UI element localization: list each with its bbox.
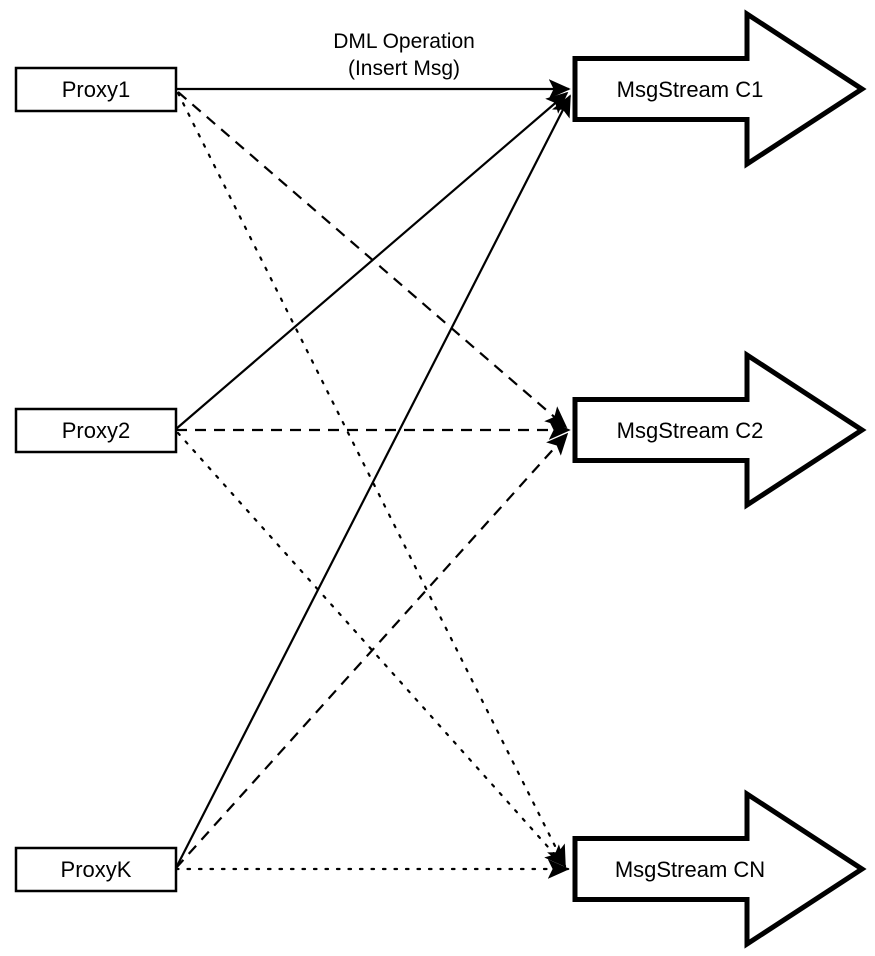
msgstream-cn-label: MsgStream CN [615,857,765,882]
proxy1-box[interactable] [14,66,178,113]
edge-label-line1: DML Operation [333,30,475,53]
connection-proxy2-to-stream-c1 [175,91,569,430]
connection-proxyk-to-stream-c1 [175,94,571,869]
connection-layer [174,79,571,879]
proxy2-box[interactable] [14,407,178,454]
msgstream-c2-label: MsgStream C2 [617,418,764,443]
msgstream-node-group: MsgStream C1 MsgStream C2 MsgStream CN [572,9,867,949]
proxyk-label: ProxyK [61,857,132,882]
proxyk-box[interactable] [14,846,178,893]
msgstream-node-cn[interactable]: MsgStream CN [572,789,867,949]
msgstream-cn-arrow-shape[interactable] [572,789,867,949]
edge-label-dml-operation: DML Operation (Insert Msg) [333,30,475,80]
proxy2-label: Proxy2 [62,418,130,443]
msgstream-c1-label: MsgStream C1 [617,77,764,102]
connection-proxyk-to-stream-c2 [175,432,569,869]
proxy-node-proxy2[interactable]: Proxy2 [14,407,178,454]
proxy-node-proxy1[interactable]: Proxy1 [14,66,178,113]
edge-label-line2: (Insert Msg) [348,57,460,80]
msgstream-node-c2[interactable]: MsgStream C2 [572,350,867,510]
msgstream-c1-arrow-shape[interactable] [572,9,867,169]
msgstream-c2-arrow-shape[interactable] [572,350,867,510]
proxy1-label: Proxy1 [62,77,130,102]
msgstream-node-c1[interactable]: MsgStream C1 [572,9,867,169]
proxy-node-group: Proxy1 Proxy2 ProxyK [14,66,178,893]
proxy-node-proxyk[interactable]: ProxyK [14,846,178,893]
